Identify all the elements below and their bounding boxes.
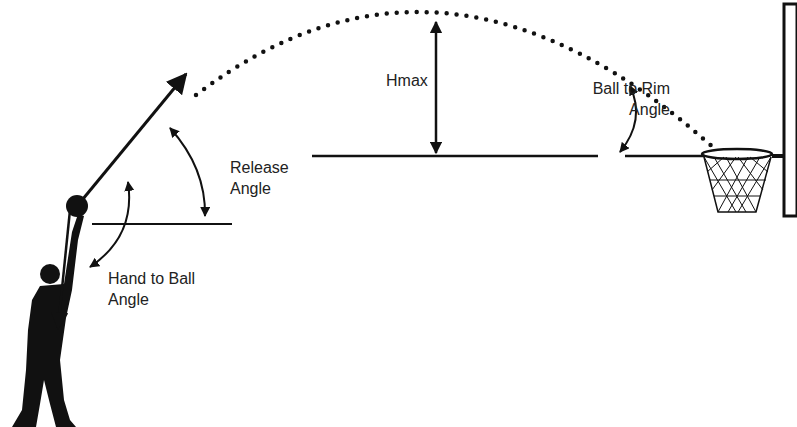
ball [66, 195, 88, 217]
hand-ball-angle-arc [90, 182, 129, 267]
release-vector [78, 74, 186, 205]
height-label: Hmax [386, 70, 436, 91]
release-angle-arc [170, 128, 205, 216]
angle-label: Hand to Ball Angle [108, 268, 198, 310]
basket-hoop [702, 4, 797, 216]
height-arrow [435, 22, 438, 153]
rim-height-line [625, 155, 705, 158]
angle-label: Ball to Rim Angle [580, 78, 670, 120]
horizontal-reference [92, 223, 232, 225]
angle-label: Release Angle [230, 157, 300, 199]
rim-height-line [312, 155, 598, 158]
forearm-vector [58, 210, 70, 328]
player-silhouette [12, 214, 84, 427]
trajectory-dots [196, 12, 716, 150]
